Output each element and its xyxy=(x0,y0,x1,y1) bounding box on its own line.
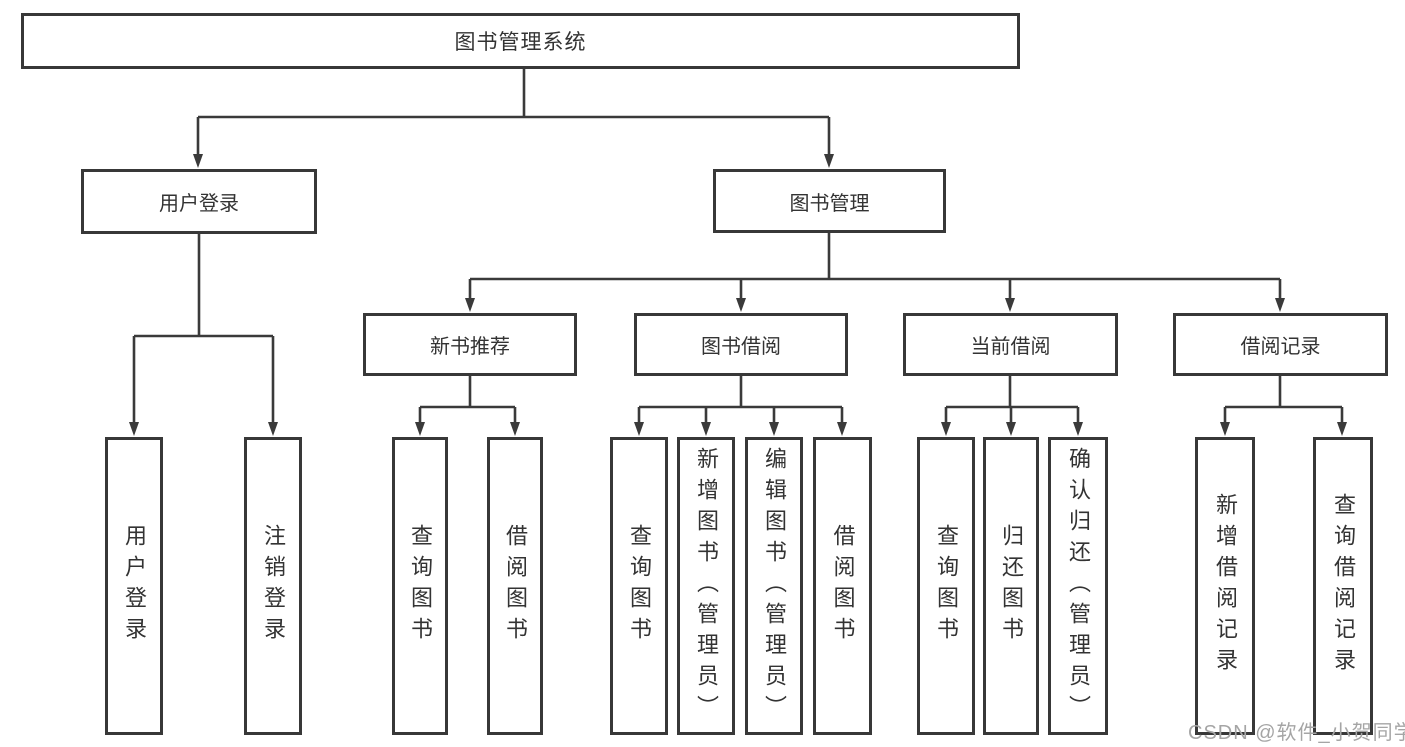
leaf-return-books: 归还图书 xyxy=(983,437,1039,735)
leaf-add-books-admin-label: 新增图书（管理员） xyxy=(694,446,719,726)
leaf-borrow-books: 借阅图书 xyxy=(813,437,872,735)
leaf-confirm-return-admin-label: 确认归还（管理员） xyxy=(1066,446,1091,726)
leaf-user-login-label: 用户登录 xyxy=(122,524,147,648)
leaf-add-borrow-record: 新增借阅记录 xyxy=(1195,437,1255,735)
node-book-borrow: 图书借阅 xyxy=(634,313,848,376)
leaf-confirm-return-admin: 确认归还（管理员） xyxy=(1048,437,1108,735)
leaf-logout-label: 注销登录 xyxy=(261,524,286,648)
wire-borrow-record-stem xyxy=(1225,376,1342,409)
leaf-borrow-books-label: 借阅图书 xyxy=(830,524,856,648)
leaf-add-books-admin: 新增图书（管理员） xyxy=(677,437,735,735)
leaf-edit-books-admin-label: 编辑图书（管理员） xyxy=(762,446,787,726)
leaf-add-borrow-record-label: 新增借阅记录 xyxy=(1213,493,1238,679)
wire-book-management-stem xyxy=(470,233,1280,281)
leaf-query-books-recommend-label: 查询图书 xyxy=(408,524,433,648)
node-borrow-record: 借阅记录 xyxy=(1173,313,1388,376)
leaf-return-books-label: 归还图书 xyxy=(999,524,1024,648)
leaf-user-login: 用户登录 xyxy=(105,437,163,735)
leaf-query-books-recommend: 查询图书 xyxy=(392,437,448,735)
node-library-management-system: 图书管理系统 xyxy=(21,13,1020,69)
node-new-book-recommend: 新书推荐 xyxy=(363,313,577,376)
wire-user-login-stem xyxy=(134,234,273,338)
leaf-borrow-books-recommend: 借阅图书 xyxy=(487,437,543,735)
node-book-management: 图书管理 xyxy=(713,169,946,233)
leaf-query-books-borrow: 查询图书 xyxy=(610,437,668,735)
leaf-borrow-books-recommend-label: 借阅图书 xyxy=(503,524,528,648)
leaf-query-borrow-record-label: 查询借阅记录 xyxy=(1331,493,1356,679)
leaf-edit-books-admin: 编辑图书（管理员） xyxy=(745,437,803,735)
leaf-logout: 注销登录 xyxy=(244,437,302,735)
wire-current-borrow-stem xyxy=(946,376,1078,409)
wire-book-borrow-stem xyxy=(639,376,842,409)
wire-new-book-stem xyxy=(420,376,515,409)
node-user-login: 用户登录 xyxy=(81,169,317,234)
leaf-query-books-current: 查询图书 xyxy=(917,437,975,735)
leaf-query-borrow-record: 查询借阅记录 xyxy=(1313,437,1373,735)
wire-root-stem xyxy=(198,69,829,119)
csdn-watermark: CSDN @软件_小贺同学 xyxy=(1188,722,1405,744)
leaf-query-books-current-label: 查询图书 xyxy=(934,524,959,648)
leaf-query-books-borrow-label: 查询图书 xyxy=(627,524,652,648)
node-current-borrow: 当前借阅 xyxy=(903,313,1118,376)
